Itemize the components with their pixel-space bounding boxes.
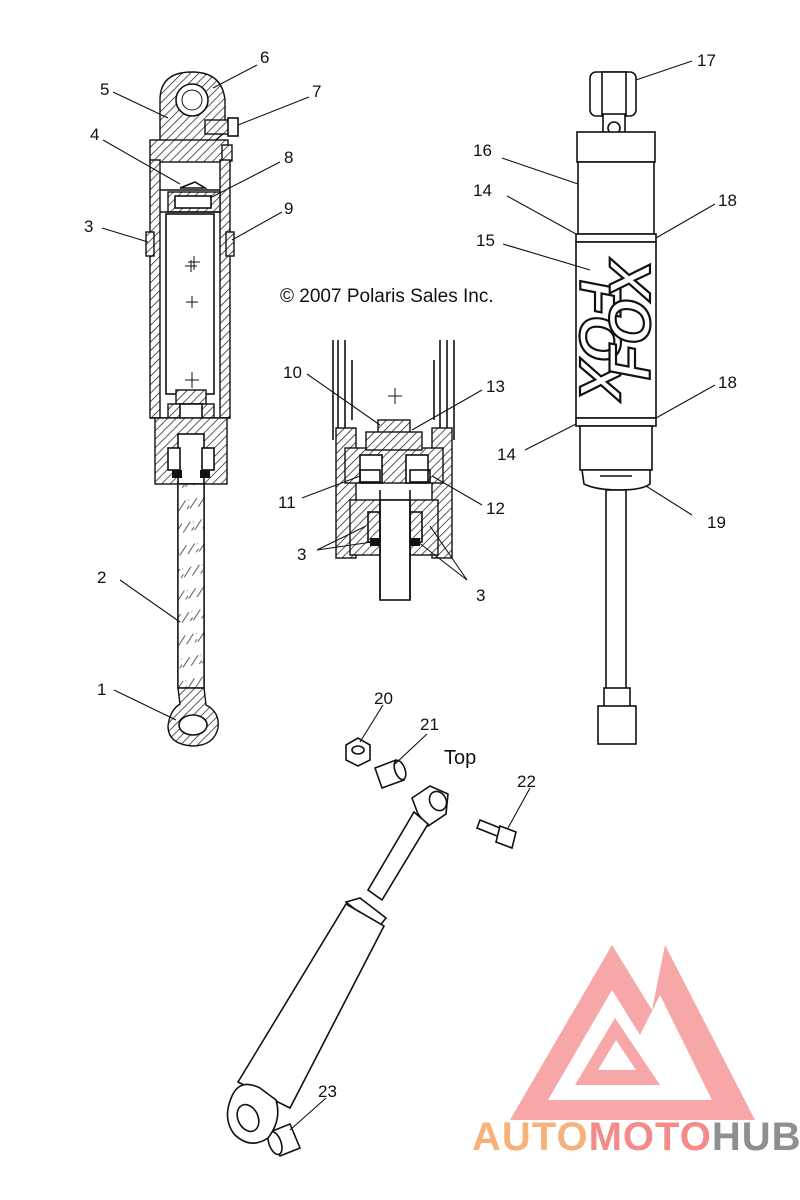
callout-7: 7 (312, 82, 321, 101)
copyright-text: © 2007 Polaris Sales Inc. (280, 286, 494, 307)
callout-18-bottom: 18 (718, 373, 737, 392)
callout-22: 22 (517, 772, 536, 791)
shock-cross-section (145, 71, 239, 747)
callout-1: 1 (97, 680, 106, 699)
callout-3: 3 (84, 217, 93, 236)
callout-lines (101, 60, 716, 1131)
watermark-hub: HUB (712, 1115, 800, 1159)
shock-exterior-view: FOX FOX (566, 71, 664, 745)
callout-6: 6 (260, 48, 269, 67)
callout-8: 8 (284, 148, 293, 167)
watermark-auto: AUTO (472, 1115, 589, 1159)
shock-brand-text-mirror: FOX (598, 257, 663, 380)
callout-17: 17 (697, 51, 716, 70)
callout-23: 23 (318, 1082, 337, 1101)
callout-9: 9 (284, 199, 293, 218)
watermark-moto: MOTO (589, 1115, 712, 1159)
callout-18-top: 18 (718, 191, 737, 210)
callout-3-detail-left: 3 (297, 545, 306, 564)
callout-21: 21 (420, 715, 439, 734)
shock-brand-text: FOX (567, 280, 632, 403)
callout-14-top: 14 (473, 181, 492, 200)
callout-14-bottom: 14 (497, 445, 516, 464)
watermark-logo (510, 945, 755, 1120)
callout-19: 19 (707, 513, 726, 532)
small-parts (267, 737, 517, 1158)
callout-3-detail-right: 3 (476, 586, 485, 605)
shock-assembly-angled (226, 785, 449, 1144)
callout-13: 13 (486, 377, 505, 396)
callout-12: 12 (486, 499, 505, 518)
callout-5: 5 (100, 80, 109, 99)
piston-detail-view (332, 340, 455, 601)
callout-4: 4 (90, 125, 99, 144)
watermark-brand: AUTOMOTOHUB (472, 1115, 800, 1159)
top-label: Top (444, 747, 476, 769)
callout-labels: 6 5 7 4 8 9 3 2 1 10 13 11 12 3 3 17 16 … (84, 48, 737, 1101)
callout-10: 10 (283, 363, 302, 382)
callout-2: 2 (97, 568, 106, 587)
callout-16: 16 (473, 141, 492, 160)
callout-15: 15 (476, 231, 495, 250)
callout-11: 11 (278, 493, 296, 512)
callout-20: 20 (374, 689, 393, 708)
